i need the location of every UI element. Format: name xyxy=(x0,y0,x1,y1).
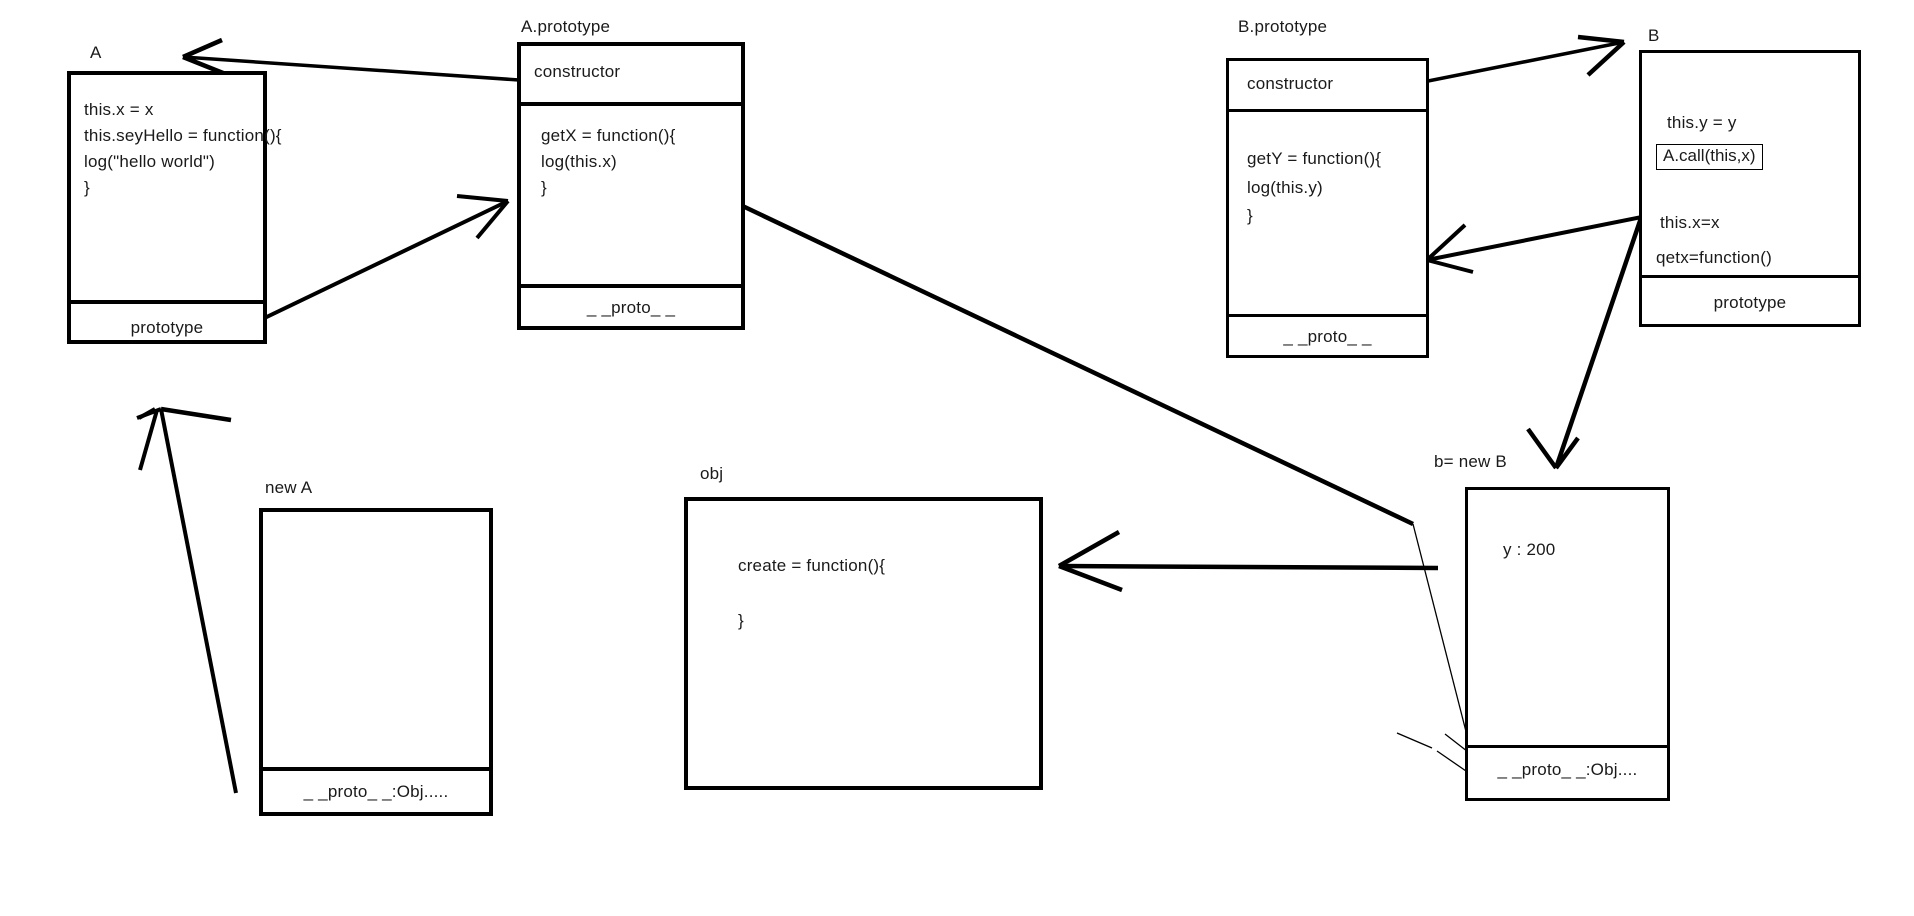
box-B-line-0: this.y = y xyxy=(1667,113,1737,132)
box-B-a-call-badge[interactable]: A.call(this,x) xyxy=(1656,144,1763,170)
box-A-prototype-proto-slot[interactable]: _ _proto_ _ xyxy=(586,298,676,317)
box-b-instance-proto-slot[interactable]: _ _proto_ _:Obj.... xyxy=(1497,760,1638,779)
box-B-prototype[interactable]: constructor getY = function(){ log(this.… xyxy=(1226,58,1429,358)
box-A-line-1: this.seyHello = function(){ xyxy=(84,126,282,145)
box-new-A[interactable]: _ _proto_ _:Obj..... xyxy=(259,508,493,816)
box-obj[interactable]: create = function(){ } xyxy=(684,497,1043,790)
box-B-prototype-label: B.prototype xyxy=(1238,17,1328,36)
box-A[interactable]: this.x = x this.seyHello = function(){ l… xyxy=(67,71,282,344)
box-b-instance[interactable]: y : 200 _ _proto_ _:Obj.... xyxy=(1465,487,1670,801)
box-A-line-2: log("hello world") xyxy=(84,152,215,171)
box-B-prototype-proto-slot[interactable]: _ _proto_ _ xyxy=(1283,327,1372,346)
box-A-footer-divider xyxy=(71,300,263,304)
connector-newA-proto-to-A-prototype xyxy=(136,406,238,794)
box-B-prototype-line-0: getY = function(){ xyxy=(1247,149,1382,168)
box-B-prototype-constructor[interactable]: constructor xyxy=(1247,74,1334,93)
box-A-prototype[interactable]: constructor getX = function(){ log(this.… xyxy=(517,42,745,330)
box-A-prototype-footer-divider xyxy=(521,284,741,288)
box-B-prototype-header-divider xyxy=(1229,109,1426,112)
box-A-line-0: this.x = x xyxy=(84,100,154,119)
box-B-label: B xyxy=(1648,26,1660,45)
box-A-prototype-line-0: getX = function(){ xyxy=(541,126,676,145)
connector-B-prototype-slot-to-bproto-box xyxy=(1425,213,1653,274)
box-b-instance-line-0: y : 200 xyxy=(1503,540,1556,559)
box-obj-line-1: } xyxy=(738,611,744,630)
box-B-prototype-line-1: log(this.y) xyxy=(1247,178,1323,197)
box-obj-label: obj xyxy=(700,464,724,483)
connector-A-prototype-slot-to-aproto-box xyxy=(249,194,510,327)
box-A-prototype-line-2: } xyxy=(541,178,547,197)
box-A-line-3: } xyxy=(84,178,90,197)
box-B-prototype-footer-divider xyxy=(1229,314,1426,317)
connector-stray-mark xyxy=(1436,750,1467,772)
box-A-prototype-constructor[interactable]: constructor xyxy=(534,62,621,81)
box-A-prototype-line-1: log(this.x) xyxy=(541,152,617,171)
box-b-instance-footer-divider xyxy=(1468,745,1667,748)
box-A-prototype-slot[interactable]: prototype xyxy=(130,318,204,337)
box-B-footer-divider xyxy=(1642,275,1858,278)
box-A-prototype-label: A.prototype xyxy=(521,17,611,36)
box-A-label: A xyxy=(90,43,102,62)
connector-B-to-b-instance xyxy=(1526,217,1644,470)
box-new-A-proto-slot[interactable]: _ _proto_ _:Obj..... xyxy=(303,782,449,801)
box-B-prototype-slot[interactable]: prototype xyxy=(1713,293,1787,312)
box-B-line-after-0: this.x=x xyxy=(1660,213,1720,232)
box-B-line-after-1: qetx=function() xyxy=(1656,248,1772,267)
connector-b-proto-to-obj xyxy=(1057,530,1439,593)
box-A-prototype-header-divider xyxy=(521,102,741,106)
box-new-A-label: new A xyxy=(265,478,313,497)
box-new-A-footer-divider xyxy=(263,767,489,771)
box-b-instance-label: b= new B xyxy=(1434,452,1507,471)
box-obj-line-0: create = function(){ xyxy=(738,556,886,575)
box-B[interactable]: this.y = y A.call(this,x) this.x=x qetx=… xyxy=(1639,50,1861,327)
box-B-prototype-line-2: } xyxy=(1247,206,1253,225)
